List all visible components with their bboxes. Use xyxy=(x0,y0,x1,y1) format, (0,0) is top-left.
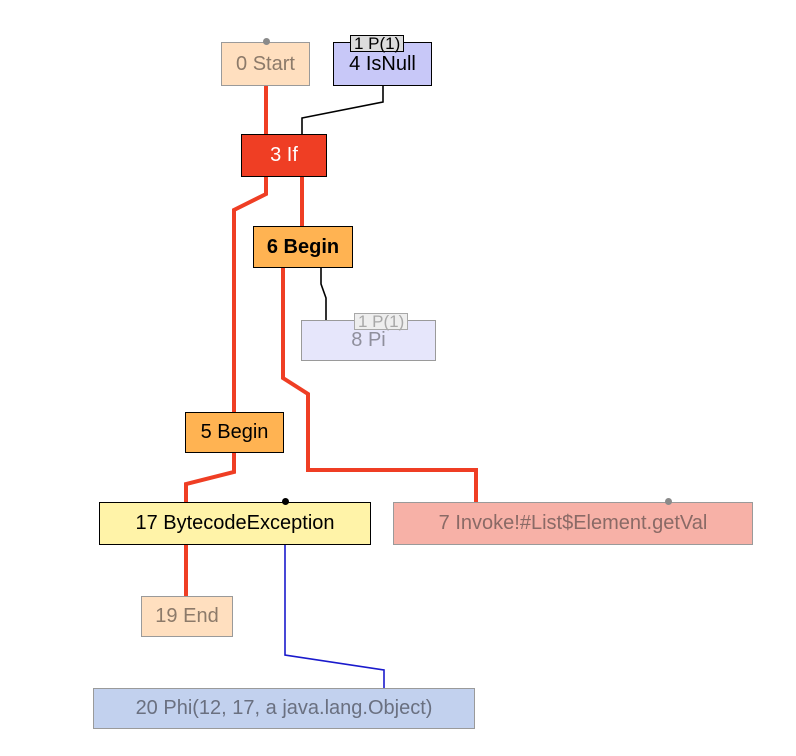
node-start[interactable]: 0 Start xyxy=(221,42,310,86)
edge-isnull-to-if xyxy=(301,86,384,134)
node-end[interactable]: 19 End xyxy=(141,596,233,637)
edge-if-to-begin5 xyxy=(232,177,268,412)
edge-begin6-to-invoke xyxy=(281,268,478,502)
node-invoke[interactable]: 7 Invoke!#List$Element.getVal xyxy=(393,502,753,545)
node-pi-label: 8 Pi xyxy=(351,329,386,351)
node-bytecode-exception-port-dot xyxy=(281,497,289,505)
node-isnull-label: 4 IsNull xyxy=(349,52,416,75)
node-invoke-label: 7 Invoke!#List$Element.getVal xyxy=(438,512,708,534)
node-begin6[interactable]: 6 Begin xyxy=(253,226,353,268)
node-end-label: 19 End xyxy=(155,605,219,627)
node-start-port-dot xyxy=(262,37,270,45)
node-if[interactable]: 3 If xyxy=(241,134,327,177)
node-invoke-port-dot xyxy=(664,497,672,505)
badge-isnull-param[interactable]: 1 P(1) xyxy=(350,35,405,52)
node-bytecode-exception-label: 17 BytecodeException xyxy=(135,512,335,534)
node-begin6-label: 6 Begin xyxy=(266,235,340,258)
node-phi[interactable]: 20 Phi(12, 17, a java.lang.Object) xyxy=(93,688,475,729)
edge-begin5-to-bytecode-exception xyxy=(184,453,236,502)
node-begin5[interactable]: 5 Begin xyxy=(185,412,284,453)
node-start-label: 0 Start xyxy=(236,52,295,75)
node-if-label: 3 If xyxy=(270,144,298,166)
edge-bytecode-exception-to-phi xyxy=(284,545,385,688)
node-begin5-label: 5 Begin xyxy=(200,421,269,443)
badge-pi-param[interactable]: 1 P(1) xyxy=(354,313,409,330)
node-phi-label: 20 Phi(12, 17, a java.lang.Object) xyxy=(135,697,433,719)
node-bytecode-exception[interactable]: 17 BytecodeException xyxy=(99,502,371,545)
edge-begin6-to-pi xyxy=(320,268,327,320)
